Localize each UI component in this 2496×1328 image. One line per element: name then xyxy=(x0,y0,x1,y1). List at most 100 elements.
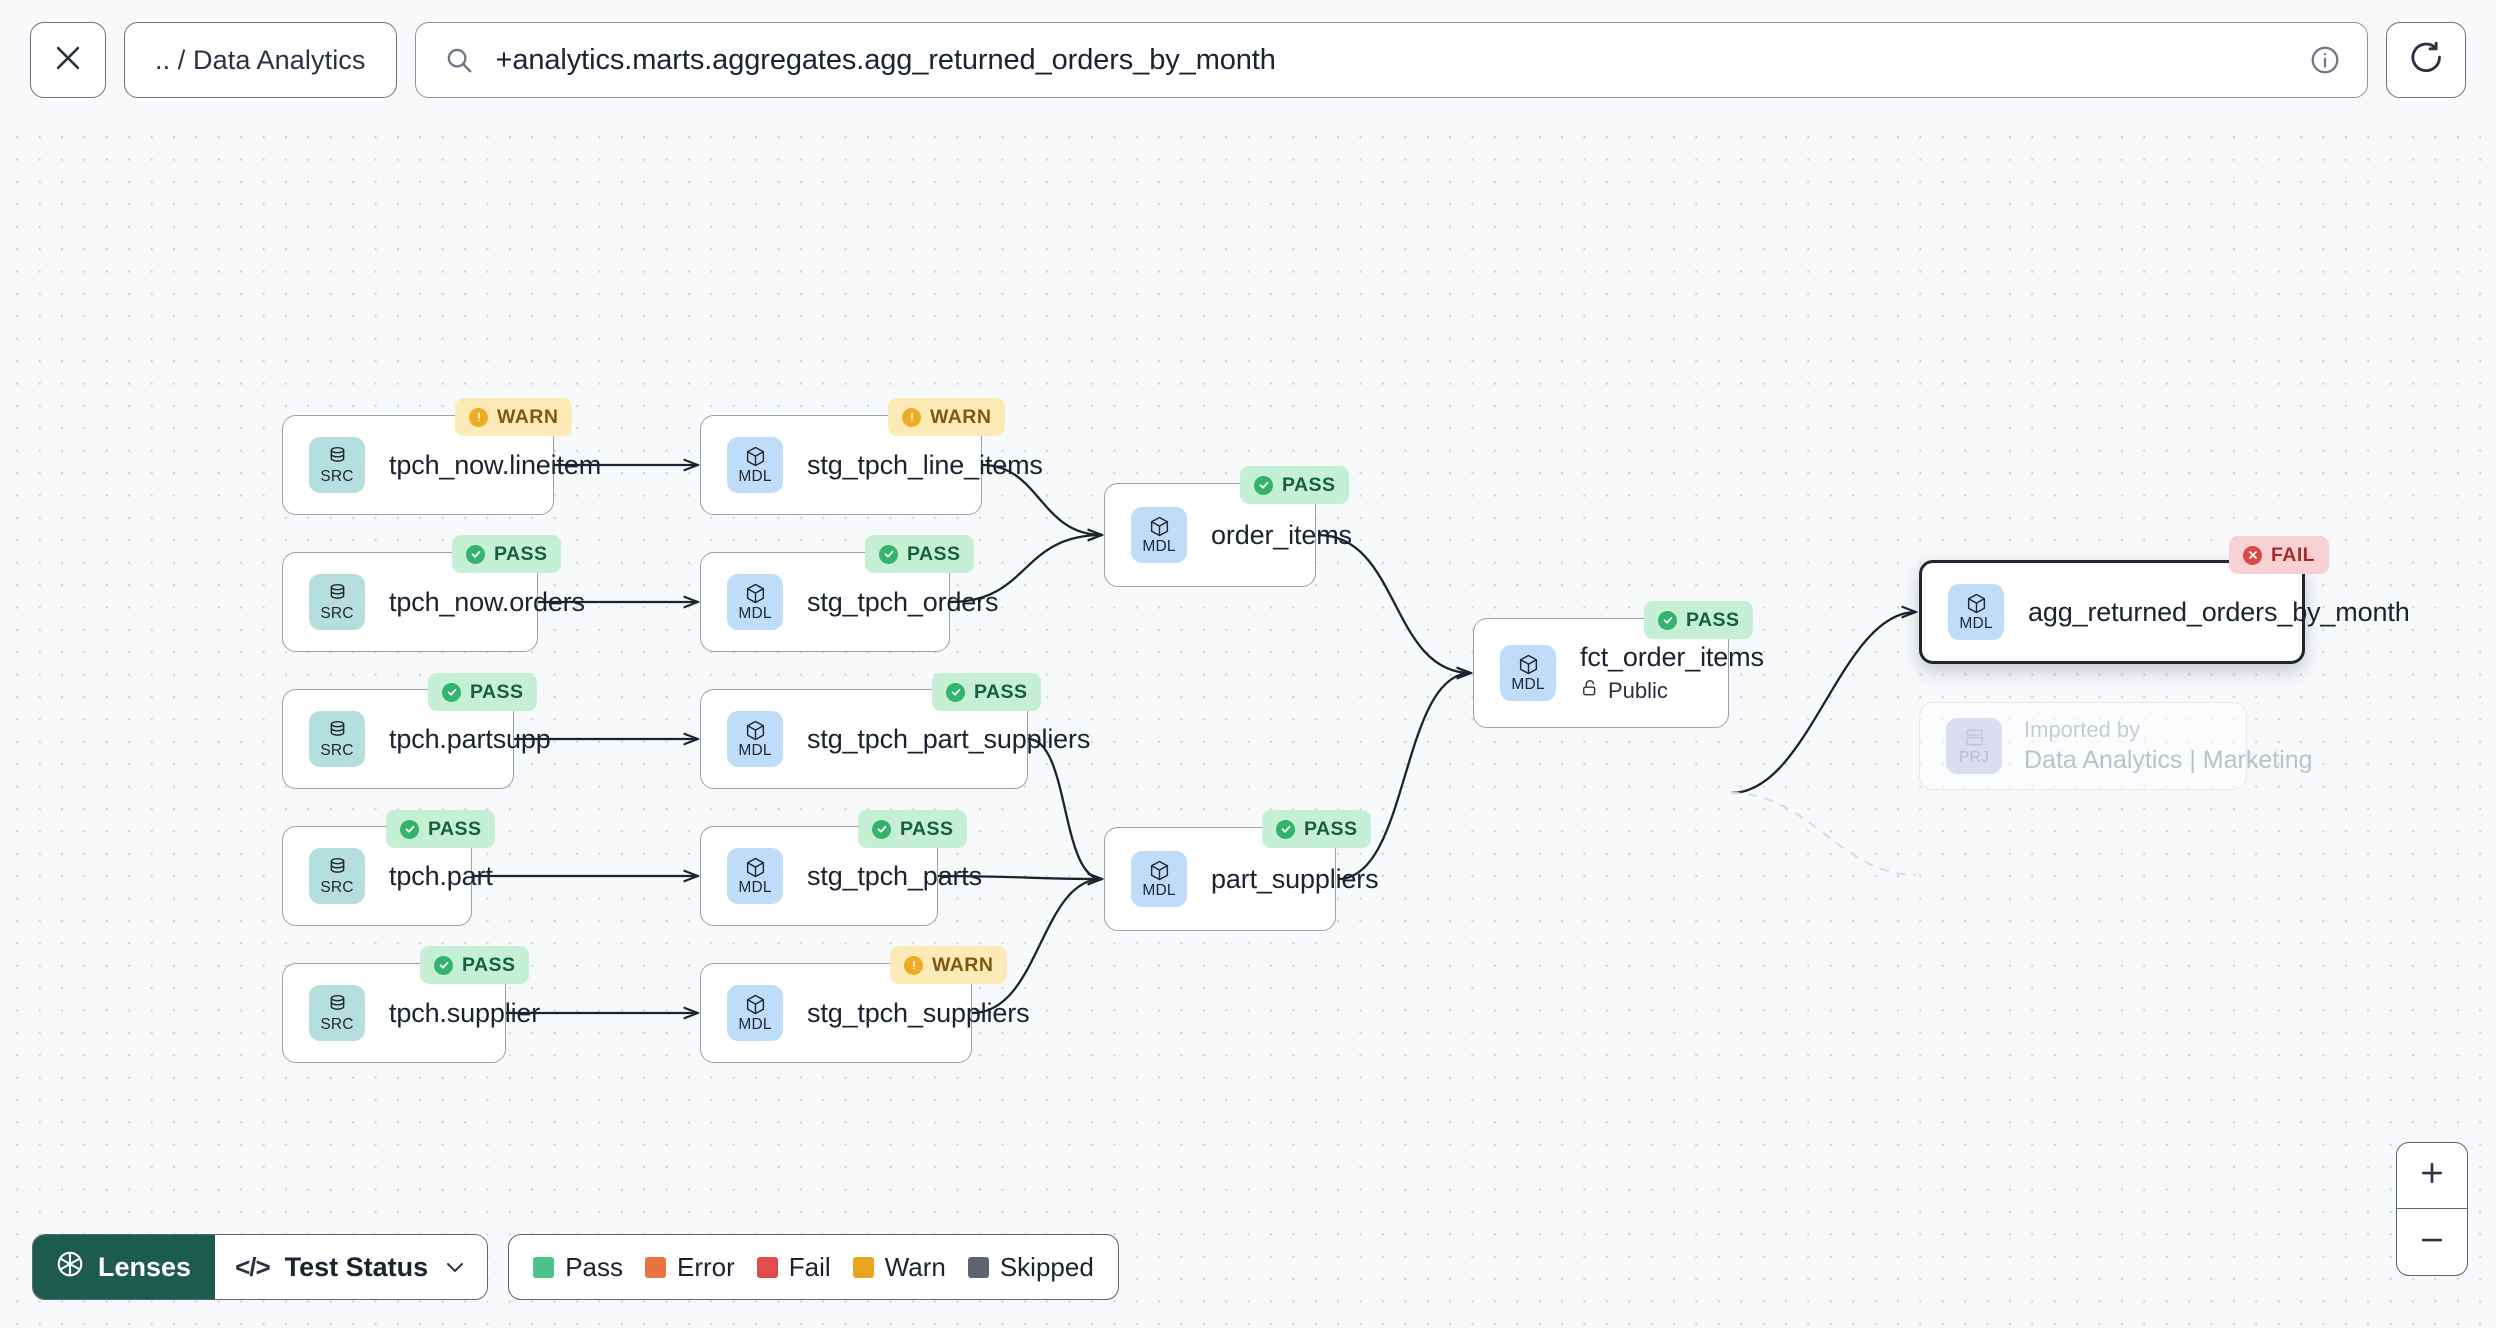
src-tag-label: SRC xyxy=(320,468,354,486)
search-icon xyxy=(444,45,474,75)
legend-swatch-pass xyxy=(533,1256,555,1278)
cube-icon xyxy=(1517,653,1540,676)
node-label: stg_tpch_orders xyxy=(807,586,999,617)
status-badge-label: WARN xyxy=(930,405,992,428)
cube-icon xyxy=(744,719,767,742)
breadcrumb[interactable]: .. / Data Analytics xyxy=(124,22,397,98)
database-icon xyxy=(326,582,349,605)
status-badge-label: PASS xyxy=(1304,817,1358,840)
warning-icon xyxy=(902,407,921,427)
src-tag-label: SRC xyxy=(320,605,354,623)
status-badge-label: PASS xyxy=(1282,473,1336,496)
status-badge-pass[interactable]: PASS xyxy=(1262,810,1372,848)
database-icon xyxy=(326,719,349,742)
imported-by-project-node[interactable]: PRJ Imported by Data Analytics | Marketi… xyxy=(1919,702,2313,790)
src-tag-label: SRC xyxy=(320,1016,354,1034)
warning-icon xyxy=(469,407,488,427)
refresh-icon xyxy=(2407,39,2445,82)
check-icon xyxy=(1276,819,1295,839)
node-label: tpch_now.orders xyxy=(389,586,585,617)
chevron-down-icon xyxy=(443,1255,467,1279)
status-badge-pass[interactable]: PASS xyxy=(1240,466,1350,504)
node-visibility-label: Public xyxy=(1608,678,1668,703)
node-label: agg_returned_orders_by_month xyxy=(2028,596,2410,627)
legend-item-skipped[interactable]: Skipped xyxy=(967,1252,1094,1283)
mdl-tag-label: MDL xyxy=(738,1016,772,1034)
status-badge-pass[interactable]: PASS xyxy=(1644,601,1754,639)
mdl-type-chip: MDL xyxy=(1131,507,1187,563)
node-label: order_items xyxy=(1211,519,1352,550)
status-badge-label: PASS xyxy=(974,680,1028,703)
mdl-tag-label: MDL xyxy=(738,468,772,486)
search-input[interactable]: +analytics.marts.aggregates.agg_returned… xyxy=(414,22,2368,98)
legend-swatch-error xyxy=(645,1256,666,1278)
legend-item-error[interactable]: Error xyxy=(645,1252,735,1283)
status-badge-pass[interactable]: PASS xyxy=(452,535,562,573)
database-icon xyxy=(326,856,349,879)
check-icon xyxy=(434,955,453,975)
mdl-tag-label: MDL xyxy=(738,605,772,623)
src-tag-label: SRC xyxy=(320,879,354,897)
test-status-label: Test Status xyxy=(284,1251,429,1282)
legend-item-fail[interactable]: Fail xyxy=(756,1252,831,1283)
refresh-button[interactable] xyxy=(2386,22,2466,98)
src-type-chip: SRC xyxy=(309,848,365,904)
test-status-dropdown[interactable]: </> Test Status xyxy=(215,1235,488,1299)
mdl-tag-label: MDL xyxy=(1959,615,1993,633)
legend-item-pass[interactable]: Pass xyxy=(533,1252,623,1283)
node-label: fct_order_items xyxy=(1580,642,1764,672)
zoom-in-button[interactable] xyxy=(2397,1143,2467,1209)
src-tag-label: SRC xyxy=(320,742,354,760)
status-badge-pass[interactable]: PASS xyxy=(865,535,975,573)
code-icon: </> xyxy=(235,1251,271,1282)
cube-icon xyxy=(744,856,767,879)
node-label: stg_tpch_part_suppliers xyxy=(807,723,1091,754)
graph-node-tpch-now-orders[interactable]: SRC tpch_now.orders xyxy=(282,552,585,652)
lenses-label: Lenses xyxy=(98,1251,192,1282)
src-type-chip: SRC xyxy=(309,985,365,1041)
node-label: tpch_now.lineitem xyxy=(389,449,602,480)
lineage-canvas[interactable]: PRJ Imported by Data Analytics | Marketi… xyxy=(0,120,2496,1328)
node-label: stg_tpch_line_items xyxy=(807,449,1043,480)
legend-label: Error xyxy=(677,1251,735,1282)
plus-icon xyxy=(2417,1158,2447,1193)
close-button[interactable] xyxy=(30,22,106,98)
top-toolbar: .. / Data Analytics +analytics.marts.agg… xyxy=(0,0,2496,120)
mdl-tag-label: MDL xyxy=(738,742,772,760)
close-icon xyxy=(51,41,85,80)
check-icon xyxy=(946,682,965,702)
status-badge-warn[interactable]: WARN xyxy=(888,398,1006,436)
lock-open-icon xyxy=(1580,678,1600,704)
lenses-button[interactable]: Lenses xyxy=(33,1235,216,1299)
check-icon xyxy=(466,544,485,564)
info-icon[interactable] xyxy=(2309,44,2341,76)
status-badge-pass[interactable]: PASS xyxy=(932,673,1042,711)
status-badge-warn[interactable]: WARN xyxy=(455,398,573,436)
status-badge-label: PASS xyxy=(470,680,524,703)
project-icon xyxy=(1963,726,1986,749)
mdl-type-chip: MDL xyxy=(727,985,783,1041)
status-badge-fail[interactable]: FAIL xyxy=(2229,536,2330,574)
node-label: part_suppliers xyxy=(1211,863,1379,894)
status-badge-pass[interactable]: PASS xyxy=(420,946,530,984)
graph-node-agg-returned-orders-by-month[interactable]: MDL agg_returned_orders_by_month xyxy=(1919,560,2410,664)
status-badge-pass[interactable]: PASS xyxy=(858,810,968,848)
cube-icon xyxy=(744,993,767,1016)
legend-item-warn[interactable]: Warn xyxy=(852,1252,946,1283)
check-icon xyxy=(1254,475,1273,495)
status-badge-warn[interactable]: WARN xyxy=(890,946,1008,984)
src-type-chip: SRC xyxy=(309,437,365,493)
status-badge-pass[interactable]: PASS xyxy=(428,673,538,711)
status-badge-label: PASS xyxy=(907,542,961,565)
node-label: stg_tpch_suppliers xyxy=(807,997,1030,1028)
database-icon xyxy=(326,445,349,468)
status-badge-pass[interactable]: PASS xyxy=(386,810,496,848)
graph-node-order-items[interactable]: MDL order_items xyxy=(1104,483,1352,587)
status-badge-label: WARN xyxy=(932,953,994,976)
zoom-out-button[interactable] xyxy=(2397,1209,2467,1275)
mdl-type-chip: MDL xyxy=(1500,645,1556,701)
mdl-tag-label: MDL xyxy=(738,879,772,897)
mdl-type-chip: MDL xyxy=(1948,584,2004,640)
